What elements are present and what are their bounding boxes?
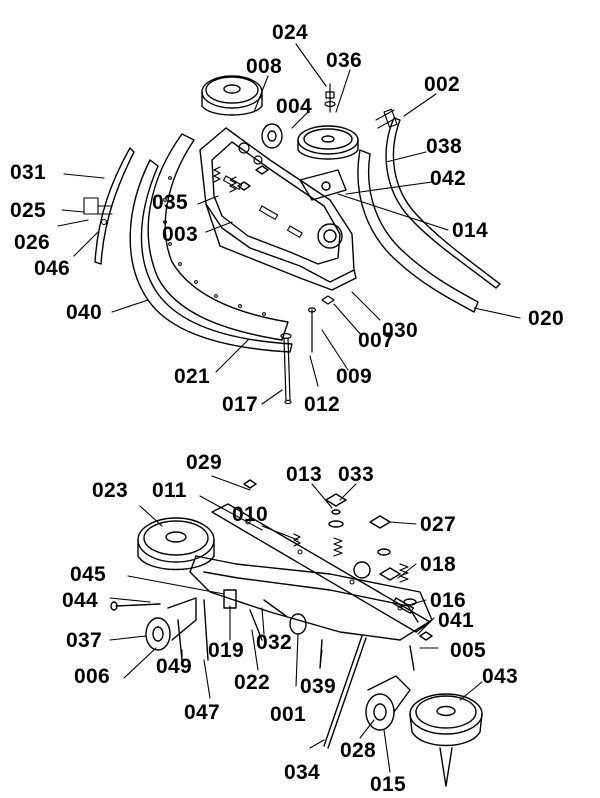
callout-009: 009 — [336, 365, 372, 388]
springs-013-018 — [293, 533, 409, 583]
callout-049: 049 — [156, 655, 192, 678]
callout-024: 024 — [272, 21, 308, 44]
upper-assembly-drawing — [83, 75, 501, 405]
callout-043: 043 — [482, 665, 518, 688]
bolt-017 — [280, 333, 292, 405]
lower-assembly-drawing — [110, 479, 483, 787]
squeegee-blade-038 — [385, 117, 501, 289]
callout-015: 015 — [370, 773, 406, 796]
upper-center-wheel — [297, 125, 359, 155]
callout-041: 041 — [438, 609, 474, 632]
upper-side-caster — [261, 123, 283, 149]
frame-inner-edge — [211, 141, 341, 265]
callout-012: 012 — [304, 393, 340, 416]
callout-023: 023 — [92, 479, 128, 502]
lower-leader-lines — [109, 475, 483, 773]
caster-037 — [145, 617, 171, 651]
callout-017: 017 — [222, 393, 258, 416]
blade-holes — [163, 176, 266, 316]
hardware-007-009 — [307, 295, 335, 353]
callout-001: 001 — [270, 703, 306, 726]
rod-034 — [323, 635, 363, 747]
lower-frame — [189, 555, 433, 641]
callout-042: 042 — [430, 167, 466, 190]
callout-031: 031 — [10, 161, 46, 184]
callout-008: 008 — [246, 55, 282, 78]
callout-014: 014 — [452, 219, 488, 242]
callout-032: 032 — [256, 631, 292, 654]
callout-025: 025 — [10, 199, 46, 222]
callout-020: 020 — [528, 307, 564, 330]
callout-006: 006 — [74, 665, 110, 688]
callout-033: 033 — [338, 463, 374, 486]
knob-upper-1 — [237, 181, 251, 191]
callout-027: 027 — [420, 513, 456, 536]
ball-033 — [353, 561, 371, 579]
hardware-002 — [375, 108, 398, 129]
callout-003: 003 — [162, 223, 198, 246]
callout-047: 047 — [184, 701, 220, 724]
wheel-spike — [439, 747, 453, 787]
squeegee-blade-020 — [357, 149, 479, 313]
callout-040: 040 — [66, 301, 102, 324]
callout-035: 035 — [152, 191, 188, 214]
callout-002: 002 — [424, 73, 460, 96]
hardware-024 — [324, 83, 336, 113]
callout-046: 046 — [34, 257, 70, 280]
callout-016: 016 — [430, 589, 466, 612]
callout-013: 013 — [286, 463, 322, 486]
callout-026: 026 — [14, 231, 50, 254]
hardware-025-026 — [83, 197, 113, 226]
callout-019: 019 — [208, 639, 244, 662]
frame-slots — [222, 175, 303, 238]
upper-caster-wheel — [317, 223, 343, 249]
callout-004: 004 — [276, 95, 312, 118]
bracket-014 — [299, 169, 347, 201]
callout-037: 037 — [66, 629, 102, 652]
frame-bottom-plate — [205, 203, 357, 291]
callout-005: 005 — [450, 639, 486, 662]
callout-022: 022 — [234, 671, 270, 694]
callout-039: 039 — [300, 675, 336, 698]
callout-034: 034 — [284, 761, 320, 784]
upper-leader-lines — [57, 43, 521, 405]
springs-035 — [213, 142, 263, 193]
callout-030: 030 — [382, 319, 418, 342]
callout-018: 018 — [420, 553, 456, 576]
callout-007: 007 — [358, 329, 394, 352]
callout-044: 044 — [62, 589, 98, 612]
knob-upper-2 — [255, 165, 269, 175]
knob-001 — [289, 613, 307, 635]
callout-011: 011 — [152, 479, 187, 502]
callout-028: 028 — [340, 739, 376, 762]
knob-027 — [369, 515, 391, 529]
squeegee-frame-003 — [199, 127, 355, 283]
squeegee-blade-031 — [94, 147, 135, 265]
callout-029: 029 — [186, 451, 222, 474]
callout-038: 038 — [426, 135, 462, 158]
squeegee-blade-021 — [147, 133, 289, 341]
callout-021: 021 — [174, 365, 210, 388]
callout-036: 036 — [326, 49, 362, 72]
callout-010: 010 — [232, 503, 268, 526]
callout-045: 045 — [70, 563, 106, 586]
squeegee-blade-040 — [129, 159, 293, 353]
